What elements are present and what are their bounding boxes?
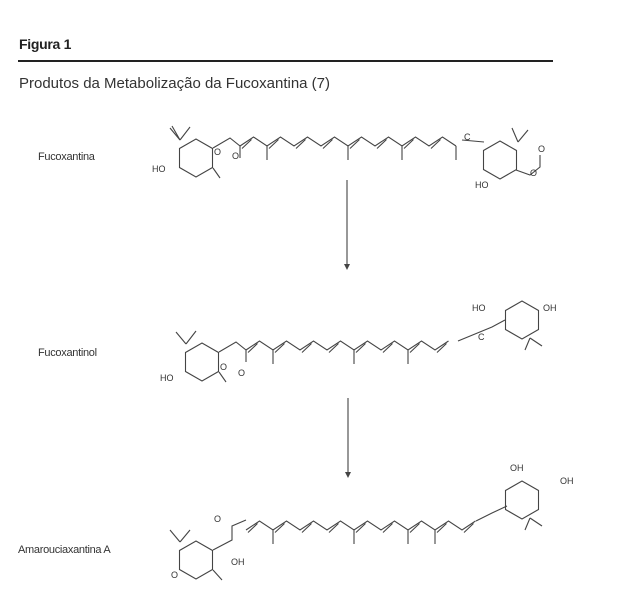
bond (212, 569, 223, 581)
bond (517, 129, 529, 143)
bond (169, 127, 181, 141)
atom-label: O (538, 144, 545, 154)
double-bond (349, 139, 360, 149)
bond (524, 517, 531, 531)
bond (218, 371, 227, 383)
structure-fucoxantinol (175, 300, 543, 383)
cyclohexane-ring (504, 480, 540, 520)
atom-label: HO (475, 180, 489, 190)
compound-label-amarouciaxantina: Amarouciaxantina A (18, 544, 111, 556)
polyene-chain (245, 340, 449, 351)
cyclohexane-ring (178, 540, 214, 580)
double-bond (274, 343, 285, 353)
atom-label: C (478, 332, 485, 342)
double-bond (436, 523, 447, 533)
double-bond (328, 523, 339, 533)
double-bond (247, 343, 258, 353)
bond (212, 167, 221, 179)
compound-label-fucoxantina: Fucoxantina (38, 151, 95, 163)
cyclohexane-ring (482, 140, 518, 180)
atom-label: OH (231, 557, 245, 567)
polyene-chain (245, 520, 476, 531)
cyclohexane-ring (184, 342, 220, 382)
double-bond (355, 343, 366, 353)
figure-subtitle: Produtos da Metabolização da Fucoxantina… (19, 75, 331, 92)
atom-label: O (220, 362, 227, 372)
structure-fucoxantina (169, 125, 541, 180)
title-rule (18, 60, 553, 62)
bond (212, 137, 241, 158)
acetate-bond (515, 155, 541, 176)
double-bond (301, 523, 312, 533)
bond (175, 331, 187, 345)
double-bond (409, 523, 420, 533)
double-bond (409, 343, 420, 353)
atom-label: O (214, 147, 221, 157)
double-bond (241, 139, 252, 149)
atom-label: OH (543, 303, 557, 313)
double-bond (328, 343, 339, 353)
double-bond (382, 343, 393, 353)
double-bond (376, 139, 387, 149)
double-bond (430, 139, 441, 149)
cyclohexane-ring (504, 300, 540, 340)
double-bond (382, 523, 393, 533)
atom-label: OH (560, 476, 574, 486)
atom-label: HO (160, 373, 174, 383)
atom-label: O (238, 368, 245, 378)
double-bond (436, 343, 447, 353)
bond (218, 341, 247, 362)
bond (185, 330, 197, 345)
alkyne-bond (457, 319, 506, 342)
bond (529, 517, 543, 527)
atom-label: HO (152, 164, 166, 174)
figure-title: Figura 1 (19, 36, 72, 52)
compound-label-fucoxantinol: Fucoxantinol (38, 347, 97, 359)
cyclohexane-ring (178, 138, 214, 178)
double-bond (463, 523, 474, 533)
allene-bond (461, 139, 485, 143)
double-bond (274, 523, 285, 533)
double-bond (295, 139, 306, 149)
bond (179, 126, 191, 141)
arrow-head-1 (344, 264, 350, 270)
atom-label: O (214, 514, 221, 524)
double-bond (301, 343, 312, 353)
bond (524, 337, 531, 351)
atom-label: O (530, 168, 537, 178)
bond (169, 529, 181, 543)
double-bond (268, 139, 279, 149)
structure-amarouciaxantina (169, 480, 543, 581)
atom-label: OH (510, 463, 524, 473)
double-bond (322, 139, 333, 149)
double-bond (403, 139, 414, 149)
atom-label: O (232, 151, 239, 161)
alkyne-bond (475, 505, 508, 522)
polyene-chain (239, 136, 457, 147)
atom-label: C (464, 132, 471, 142)
atom-label: HO (472, 303, 486, 313)
bond (179, 529, 191, 543)
double-bond (247, 523, 258, 533)
bond (511, 127, 519, 143)
bond (212, 519, 247, 551)
double-bond (355, 523, 366, 533)
arrow-head-2 (345, 472, 351, 478)
atom-label: O (171, 570, 178, 580)
bond (529, 337, 543, 347)
